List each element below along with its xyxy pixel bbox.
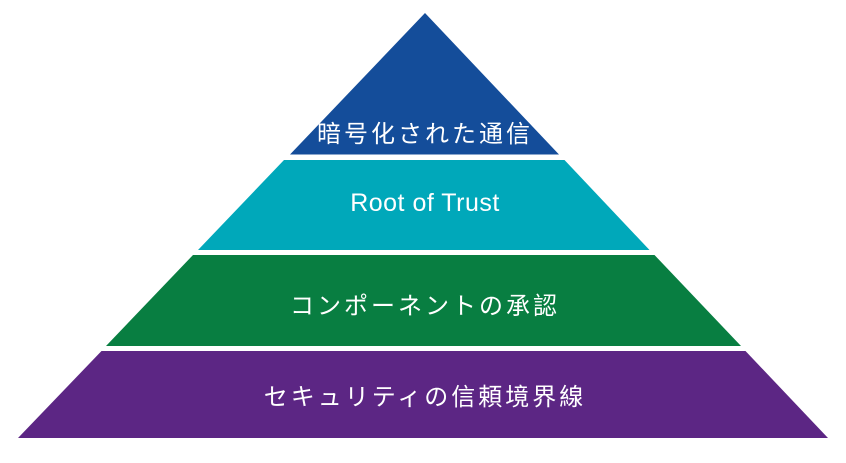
- pyramid-layer-1-label: 暗号化された通信: [317, 121, 533, 148]
- pyramid-layer-3-shape: [106, 255, 741, 346]
- pyramid-layer-2-label: Root of Trust: [350, 189, 500, 217]
- pyramid-layer-4-label: セキュリティの信頼境界線: [264, 384, 587, 411]
- pyramid-layer-3-label: コンポーネントの承認: [290, 293, 560, 320]
- pyramid-layer-4-shape: [18, 351, 828, 438]
- pyramid-layer-2-shape: [198, 160, 650, 250]
- pyramid-layer-1-shape: [290, 13, 559, 155]
